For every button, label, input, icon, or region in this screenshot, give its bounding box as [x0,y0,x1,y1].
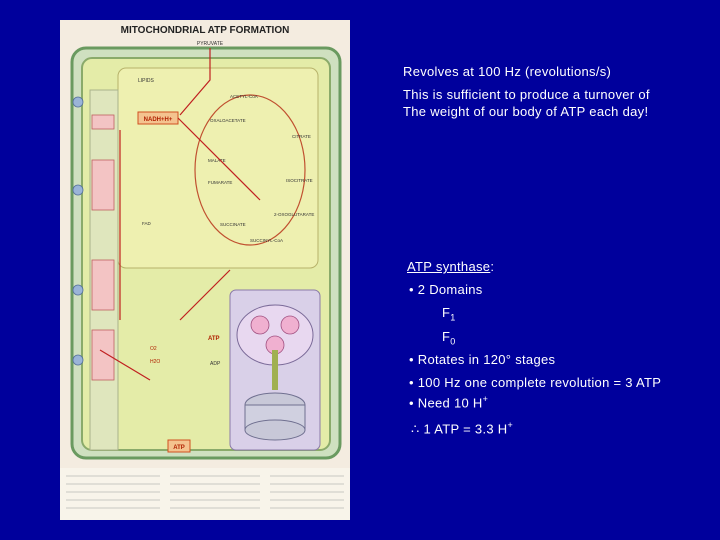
label-citrate: CITRATE [292,134,311,139]
label-fad: FAD [142,221,152,226]
label-oxaloacetate: OXALOACETATE [210,118,246,123]
central-stalk [272,350,278,390]
label-fumarate: FUMARATE [208,180,232,185]
turnover-text: This is sufficient to produce a turnover… [403,87,650,102]
diagram-canvas: MITOCHONDRIAL ATP FORMATION PYRUVATE NAD… [60,25,350,520]
chain-complexes [91,114,115,381]
label-succinyl-coa: SUCCINYL-CoA [250,238,283,243]
label-h2o: H2O [150,359,160,365]
ratio-line: ∴ 1 ATP = 3.3 H+ [411,420,513,437]
f1-subscript: 1 [450,312,456,323]
matrix-region [117,67,319,269]
f0-base [244,419,306,441]
label-atp-bottom: ATP [173,445,185,451]
revolves-text: Revolves at 100 Hz (revolutions/s) [403,64,612,79]
label-isocitrate: ISOCITRATE [286,178,313,183]
label-acetyl-coa: ACETYL-CoA [230,94,258,99]
flow-arrows [99,48,261,381]
diagram-title: MITOCHONDRIAL ATP FORMATION [121,25,290,36]
label-nadh: NADH+H+ [144,117,173,123]
label-succinate: SUCCINATE [220,222,246,227]
label-adp: ADP [210,361,221,367]
ratio-text: 1 ATP = 3.3 H [423,421,508,437]
label-malate: MALATE [208,158,226,163]
atp-bottom-box [167,439,191,453]
f0-label: F0 [442,329,456,347]
label-lipids: LIPIDS [138,78,155,84]
rotates-bullet: • Rotates in 120° stages [409,352,556,367]
hz-bullet: • 100 Hz one complete revolution = 3 ATP [409,375,662,390]
therefore-symbol: ∴ [411,421,420,437]
f0-letter: F [442,329,451,344]
domains-bullet: • 2 Domains [409,282,483,297]
synthase-heading-colon: : [490,259,495,274]
label-atp-top: ATP [208,336,220,342]
need-text: • Need 10 H [409,395,483,411]
enzyme-legend [60,468,350,520]
mitochondrial-atp-diagram: MITOCHONDRIAL ATP FORMATION PYRUVATE NAD… [60,20,350,520]
need-bullet: • Need 10 H+ [409,394,488,410]
membrane-circles [72,96,84,366]
synthase-heading: ATP synthase: [407,259,494,274]
f1-letter: F [442,305,451,320]
label-o2: O2 [150,346,157,352]
ratio-superscript: + [507,420,514,430]
f1-subunits [250,315,300,355]
label-pyruvate: PYRUVATE [197,41,224,47]
f0-subscript: 0 [450,336,456,347]
body-weight-text: The weight of our body of ATP each day! [403,104,649,119]
need-superscript: + [482,394,489,404]
synthase-heading-text: ATP synthase [407,259,491,274]
f1-label: F1 [442,305,456,323]
citric-acid-cycle [194,94,306,246]
legend-lines [66,475,344,509]
label-oxoglutarate: 2-OXOGLUTARATE [274,212,314,217]
